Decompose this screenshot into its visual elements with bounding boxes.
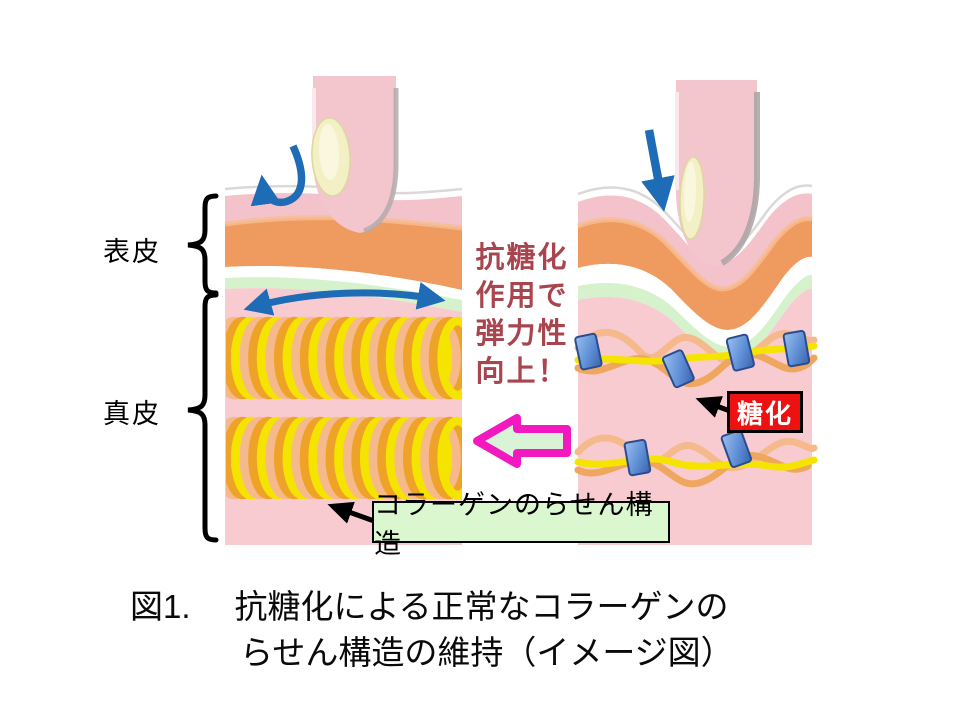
coil-loop <box>437 416 462 500</box>
message-line: 弾力性 <box>475 318 569 350</box>
elasticity-stretch-arrow-icon <box>243 282 446 316</box>
caption-line-1: 図1. 抗糖化による正常なコラーゲンの <box>130 584 830 630</box>
healthy-skin-panel <box>224 184 463 545</box>
message-line: 抗糖化 <box>475 242 569 274</box>
glycated-skin-panel <box>574 184 818 545</box>
caption-line-2: らせん構造の維持（イメージ図） <box>240 634 734 671</box>
dermis-label: 真皮 <box>103 399 161 429</box>
nail-highlight <box>318 124 340 180</box>
crosslink-blocks <box>574 329 811 477</box>
epidermis-highlight <box>577 216 813 292</box>
nail-highlight <box>683 162 697 222</box>
crosslink-block <box>725 333 755 372</box>
crosslink-block <box>574 332 603 371</box>
figure-caption: 図1. 抗糖化による正常なコラーゲンの らせん構造の維持（イメージ図） <box>130 584 830 676</box>
crosslink-block <box>720 429 753 468</box>
glycation-badge: 糖化 <box>727 391 803 433</box>
rebound-arrow-icon <box>250 144 306 207</box>
white-gap-layer <box>225 266 462 300</box>
finger-shadow <box>363 88 399 234</box>
white-gap-layer <box>578 256 812 348</box>
basal-layer <box>578 274 812 361</box>
crosslink-block <box>661 349 695 389</box>
crosslink-block <box>782 329 811 368</box>
coil-loop <box>437 316 462 400</box>
collagen-pointer-arrow-icon <box>327 501 375 524</box>
dermis-brace <box>187 292 219 543</box>
finger-right <box>675 80 760 267</box>
collagen-coil-row-2 <box>226 416 462 500</box>
press-down-arrow-icon <box>641 129 675 212</box>
figure-number: 図1. <box>130 588 191 625</box>
epidermis-brace <box>187 193 219 296</box>
collagen-coil-row-1 <box>226 316 462 400</box>
finger-shadow <box>720 92 760 266</box>
epidermis-layer <box>225 217 462 290</box>
message-line: 作用で <box>475 280 569 312</box>
collagen-helix-callout: コラーゲンのらせん構造 <box>372 490 670 559</box>
crosslink-block <box>623 438 652 477</box>
message-line: 向上！ <box>475 356 569 388</box>
improve-direction-arrow-icon <box>473 414 571 468</box>
anti-glycation-message: 抗糖化 作用で 弾力性 向上！ <box>458 239 586 391</box>
epidermis-label: 表皮 <box>103 237 161 267</box>
caption-text-1: 抗糖化による正常なコラーゲンの <box>234 588 729 625</box>
glycation-pointer-arrow-icon <box>695 396 731 418</box>
finger-left <box>311 76 399 234</box>
